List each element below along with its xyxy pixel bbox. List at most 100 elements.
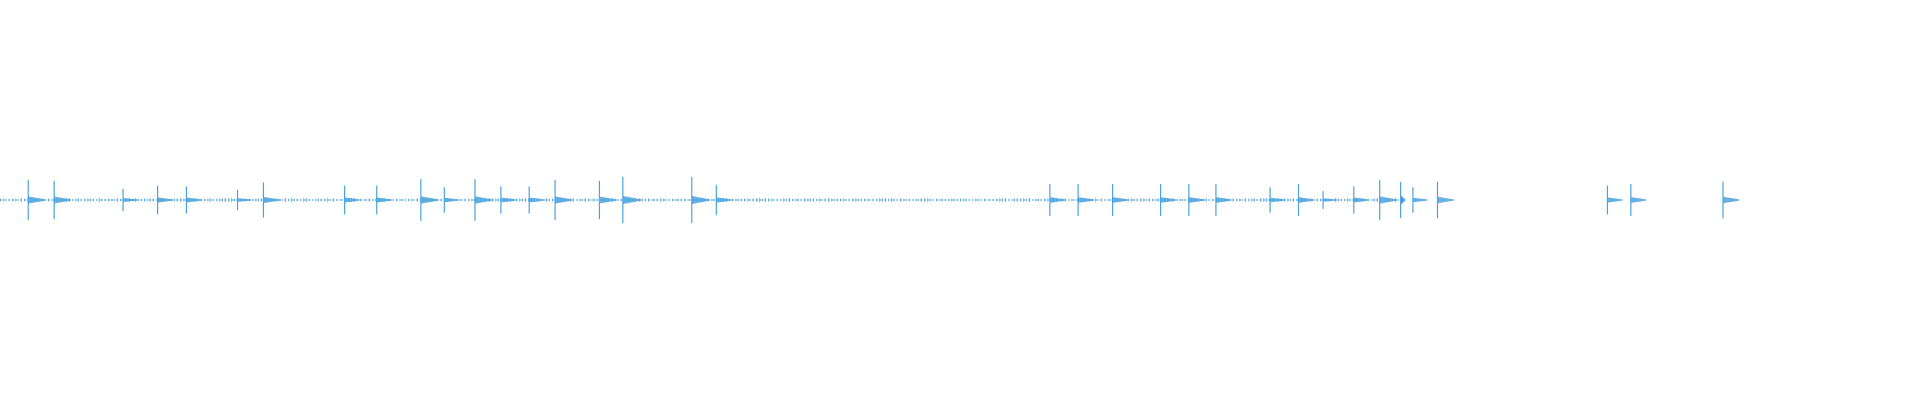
waveform-noise-sample: [849, 198, 850, 202]
waveform-noise-sample: [681, 198, 682, 202]
waveform-noise-sample: [1047, 198, 1048, 202]
waveform-noise-sample: [75, 198, 76, 202]
waveform-noise-sample: [879, 198, 880, 202]
waveform-noise-sample: [744, 198, 745, 202]
waveform-noise-sample: [411, 198, 412, 202]
waveform-noise-sample: [12, 198, 13, 202]
waveform-transient-decay: [1298, 197, 1315, 203]
waveform-noise-sample: [1176, 199, 1177, 201]
waveform-transient-decay: [237, 198, 252, 202]
waveform-transient-decay: [1607, 197, 1623, 203]
waveform-transient-decay: [1078, 197, 1094, 203]
waveform-noise-sample: [252, 199, 253, 201]
waveform-noise-sample: [1344, 199, 1345, 201]
waveform-transient-decay: [1630, 197, 1647, 203]
waveform-noise-sample: [966, 198, 967, 202]
waveform-noise-sample: [915, 198, 916, 202]
waveform-noise-sample: [1320, 198, 1321, 202]
waveform-noise-sample: [654, 198, 655, 202]
waveform-noise-sample: [333, 198, 334, 202]
waveform-noise-sample: [669, 199, 670, 201]
waveform-noise-sample: [1158, 198, 1159, 202]
waveform-noise-sample: [819, 198, 820, 202]
waveform-noise-sample: [735, 199, 736, 201]
waveform-noise-sample: [231, 198, 232, 202]
waveform-noise-sample: [588, 198, 589, 202]
waveform-transient: [1630, 184, 1647, 216]
waveform-noise-sample: [582, 198, 583, 202]
waveform-noise-sample: [789, 197, 790, 203]
waveform-noise-sample: [216, 199, 217, 201]
waveform-noise-sample: [156, 199, 157, 201]
waveform-noise-sample: [258, 198, 259, 202]
waveform-noise-sample: [837, 198, 838, 202]
waveform-noise-sample: [492, 198, 493, 202]
waveform-noise-sample: [201, 198, 202, 202]
waveform-noise-sample: [282, 199, 283, 201]
waveform-transient-decay: [1215, 197, 1232, 203]
waveform-noise-sample: [1251, 198, 1252, 202]
waveform-noise-sample: [408, 198, 409, 202]
waveform-noise-sample: [909, 199, 910, 201]
waveform-noise-sample: [315, 199, 316, 201]
waveform-transient-decay: [420, 196, 439, 204]
waveform-noise-sample: [984, 198, 985, 202]
waveform-noise-sample: [999, 198, 1000, 202]
waveform-noise-sample: [84, 198, 85, 202]
waveform-noise-sample: [15, 198, 16, 202]
waveform-noise-sample: [738, 198, 739, 202]
waveform-transient: [1188, 184, 1205, 216]
waveform-noise-sample: [852, 198, 853, 202]
waveform-noise-sample: [1314, 199, 1315, 201]
waveform-noise-sample: [27, 198, 28, 202]
waveform-noise-sample: [1041, 199, 1042, 201]
waveform-noise-sample: [462, 199, 463, 201]
waveform-transient: [622, 176, 641, 224]
waveform-noise-sample: [903, 198, 904, 202]
waveform-transient: [27, 180, 46, 220]
waveform-noise-sample: [303, 198, 304, 202]
waveform-noise-sample: [1242, 199, 1243, 201]
waveform-noise-sample: [711, 199, 712, 201]
waveform-noise-sample: [312, 199, 313, 201]
waveform-noise-sample: [753, 198, 754, 202]
waveform-noise-sample: [1137, 198, 1138, 202]
waveform-noise-sample: [1020, 198, 1021, 202]
waveform-noise-sample: [876, 198, 877, 202]
waveform-transient-decay: [1112, 197, 1129, 203]
waveform-noise-sample: [1287, 198, 1288, 202]
waveform-transient-decay: [555, 196, 573, 204]
waveform-transient: [236, 189, 252, 211]
waveform-transient-decay: [691, 195, 710, 205]
waveform-noise-sample: [828, 197, 829, 203]
waveform-noise-sample: [255, 198, 256, 202]
waveform-noise-sample: [1101, 198, 1102, 202]
waveform-noise-sample: [981, 199, 982, 201]
waveform-transient-decay: [157, 197, 173, 203]
waveform-transient-decay: [123, 197, 137, 203]
waveform-transient-decay: [28, 196, 46, 204]
waveform-noise-sample: [528, 198, 529, 202]
waveform-noise-sample: [183, 198, 184, 202]
waveform-noise-sample: [336, 199, 337, 201]
waveform-transient-decay: [1412, 197, 1428, 203]
waveform-transient: [715, 184, 732, 216]
waveform-noise-sample: [795, 198, 796, 202]
playhead-end-marker: [1400, 182, 1406, 218]
waveform-noise-sample: [786, 198, 787, 202]
waveform-noise-sample: [687, 199, 688, 201]
waveform-noise-sample: [873, 199, 874, 201]
waveform-noise-sample: [831, 198, 832, 202]
waveform-transient-decay: [622, 195, 641, 205]
waveform-noise-sample: [45, 199, 46, 201]
waveform-noise-sample: [1182, 198, 1183, 202]
waveform-noise-sample: [1212, 198, 1213, 202]
waveform-noise-sample: [3, 198, 4, 202]
waveform-noise-sample: [471, 198, 472, 202]
waveform-transient: [598, 180, 617, 220]
waveform-transient-decay: [344, 197, 360, 203]
waveform-noise-sample: [324, 198, 325, 202]
waveform-noise-sample: [993, 199, 994, 201]
waveform-transient-decay: [529, 197, 544, 203]
